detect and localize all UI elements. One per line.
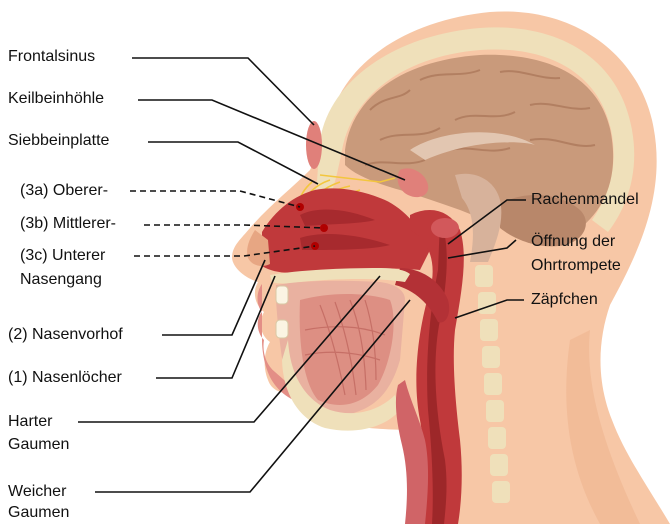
- label-siebbeinplatte: Siebbeinplatte: [8, 131, 109, 151]
- label-frontalsinus: Frontalsinus: [8, 47, 95, 67]
- label-mittlerer: (3b) Mittlerer-: [20, 214, 116, 234]
- label-nasenloecher: (1) Nasenlöcher: [8, 368, 122, 388]
- adenoid: [431, 218, 459, 238]
- label-oeffnung-line2: Ohrtrompete: [531, 256, 621, 276]
- label-harter-line2: Gaumen: [8, 435, 69, 455]
- leader-frontalsinus: [132, 58, 314, 125]
- label-oberer: (3a) Oberer-: [20, 181, 108, 201]
- label-weicher-line1: Weicher: [8, 482, 66, 502]
- label-rachenmandel: Rachenmandel: [531, 190, 639, 210]
- label-weicher-line2: Gaumen: [8, 503, 69, 523]
- label-zaepfchen: Zäpfchen: [531, 290, 598, 310]
- label-nasenvorhof: (2) Nasenvorhof: [8, 325, 123, 345]
- leader-siebbeinplatte: [148, 142, 318, 184]
- label-oeffnung-line1: Öffnung der: [531, 232, 615, 252]
- label-harter-line1: Harter: [8, 412, 52, 432]
- label-unterer-line2: Nasengang: [20, 270, 102, 290]
- label-unterer-line1: (3c) Unterer: [20, 246, 105, 266]
- label-keilbeinhoehle: Keilbeinhöhle: [8, 89, 104, 109]
